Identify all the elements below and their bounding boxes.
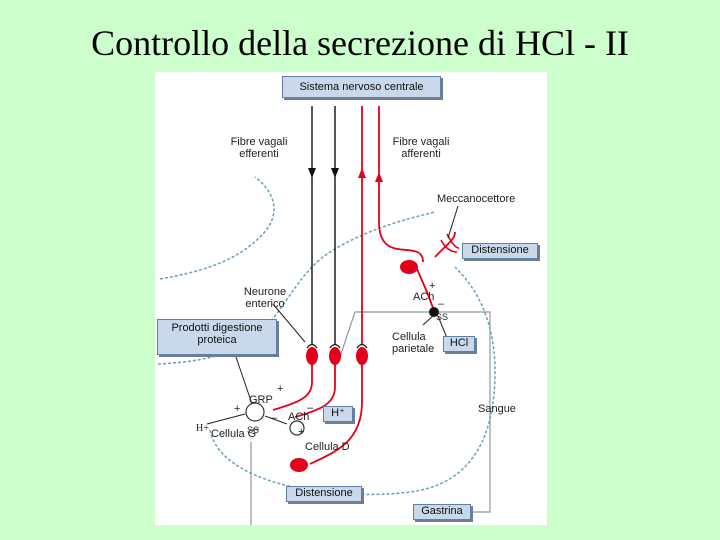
d-cell-icon [289,420,305,436]
figure-drawing [157,106,496,525]
afferent-arrow-2 [375,172,383,182]
neuron-body-3 [356,347,368,365]
box-central-nervous-system: Sistema nervoso centrale [282,76,441,98]
label-vagal-afferent: Fibre vagali afferenti [381,136,461,160]
plus-sign: + [429,280,436,292]
mechanoreceptor-icon [440,233,460,253]
label-grp: GRP [249,394,273,406]
parietal-cell-icon [429,307,439,317]
label-g-cell: Cellula G [211,428,257,440]
somatostatin-arrow [264,415,288,425]
label-ss-right: SS [436,312,449,322]
mechanoreceptor-pointer [447,205,459,239]
afferent-arrow-1 [358,168,366,178]
enteric-neuron-pointer [272,303,306,343]
minus-sign: – [253,423,260,435]
physiology-figure: Sistema nervoso centrale Distensione Pro… [155,72,547,525]
protein-products-line-1: Prodotti digestione [171,322,263,334]
vagal-efferent-line-2: efferenti [239,148,279,160]
box-distension-bottom: Distensione [286,486,362,502]
vagal-afferent-line-2: afferenti [401,148,441,160]
label-ach-upper: ACh [413,291,435,303]
label-mechanoreceptor: Meccanocettore [437,193,516,205]
synapse-1 [306,343,318,349]
vagal-afferent-line-1: Fibre vagali [392,136,450,148]
hcl-arrow [437,315,448,339]
parietal-cell-pointer [422,314,435,326]
box-gastrin: Gastrina [413,504,471,520]
g-cell-icon [245,402,265,422]
efferent-arrow-2 [331,168,339,178]
label-ach-lower: ACh [288,411,310,423]
label-d-cell: Cellula D [305,441,350,453]
vagal-efferent-line-1: Fibre vagali [230,136,288,148]
label-parietal-cell: Cellula parietale [392,331,434,355]
h-plus-arrow [206,413,246,425]
label-enteric-neuron: Neurone enterico [235,286,295,310]
synapse-3 [356,343,368,349]
box-hcl: HCl [443,336,475,352]
efferent-arrow-1 [308,168,316,178]
enteric-neuron-line-1: Neurone [243,286,287,298]
synapse-2 [329,343,341,349]
plus-sign: + [298,426,305,438]
label-blood: Sangue [478,403,516,415]
parietal-cell-line-1: Cellula [392,331,426,343]
neuron-body-4 [400,260,418,274]
neuron-body-1 [306,347,318,365]
parietal-cell-line-2: parietale [392,343,435,355]
label-vagal-efferent: Fibre vagali efferenti [219,136,299,160]
neuron-body-2 [329,347,341,365]
protein-products-arrow [234,353,253,405]
neuron-body-5 [290,458,308,472]
plus-sign: + [234,403,241,415]
box-protein-products: Prodotti digestione proteica [157,319,277,355]
nerve-pathways [272,106,456,465]
enteric-neuron-line-2: enterico [245,298,285,310]
minus-sign: – [438,298,445,310]
label-h-plus: H+ [196,423,209,434]
plus-sign: + [277,383,284,395]
minus-sign: – [307,402,314,414]
protein-products-line-2: proteica [197,334,237,346]
label-ss-left: SS [247,425,260,435]
slide-title: Controllo della secrezione di HCl - II [91,23,629,63]
box-distension-top: Distensione [462,243,538,259]
vagal-efferent-fibres [311,106,336,344]
stomach-outline [157,176,496,496]
minus-sign: – [271,412,278,424]
box-h-plus: H⁺ [323,406,353,422]
